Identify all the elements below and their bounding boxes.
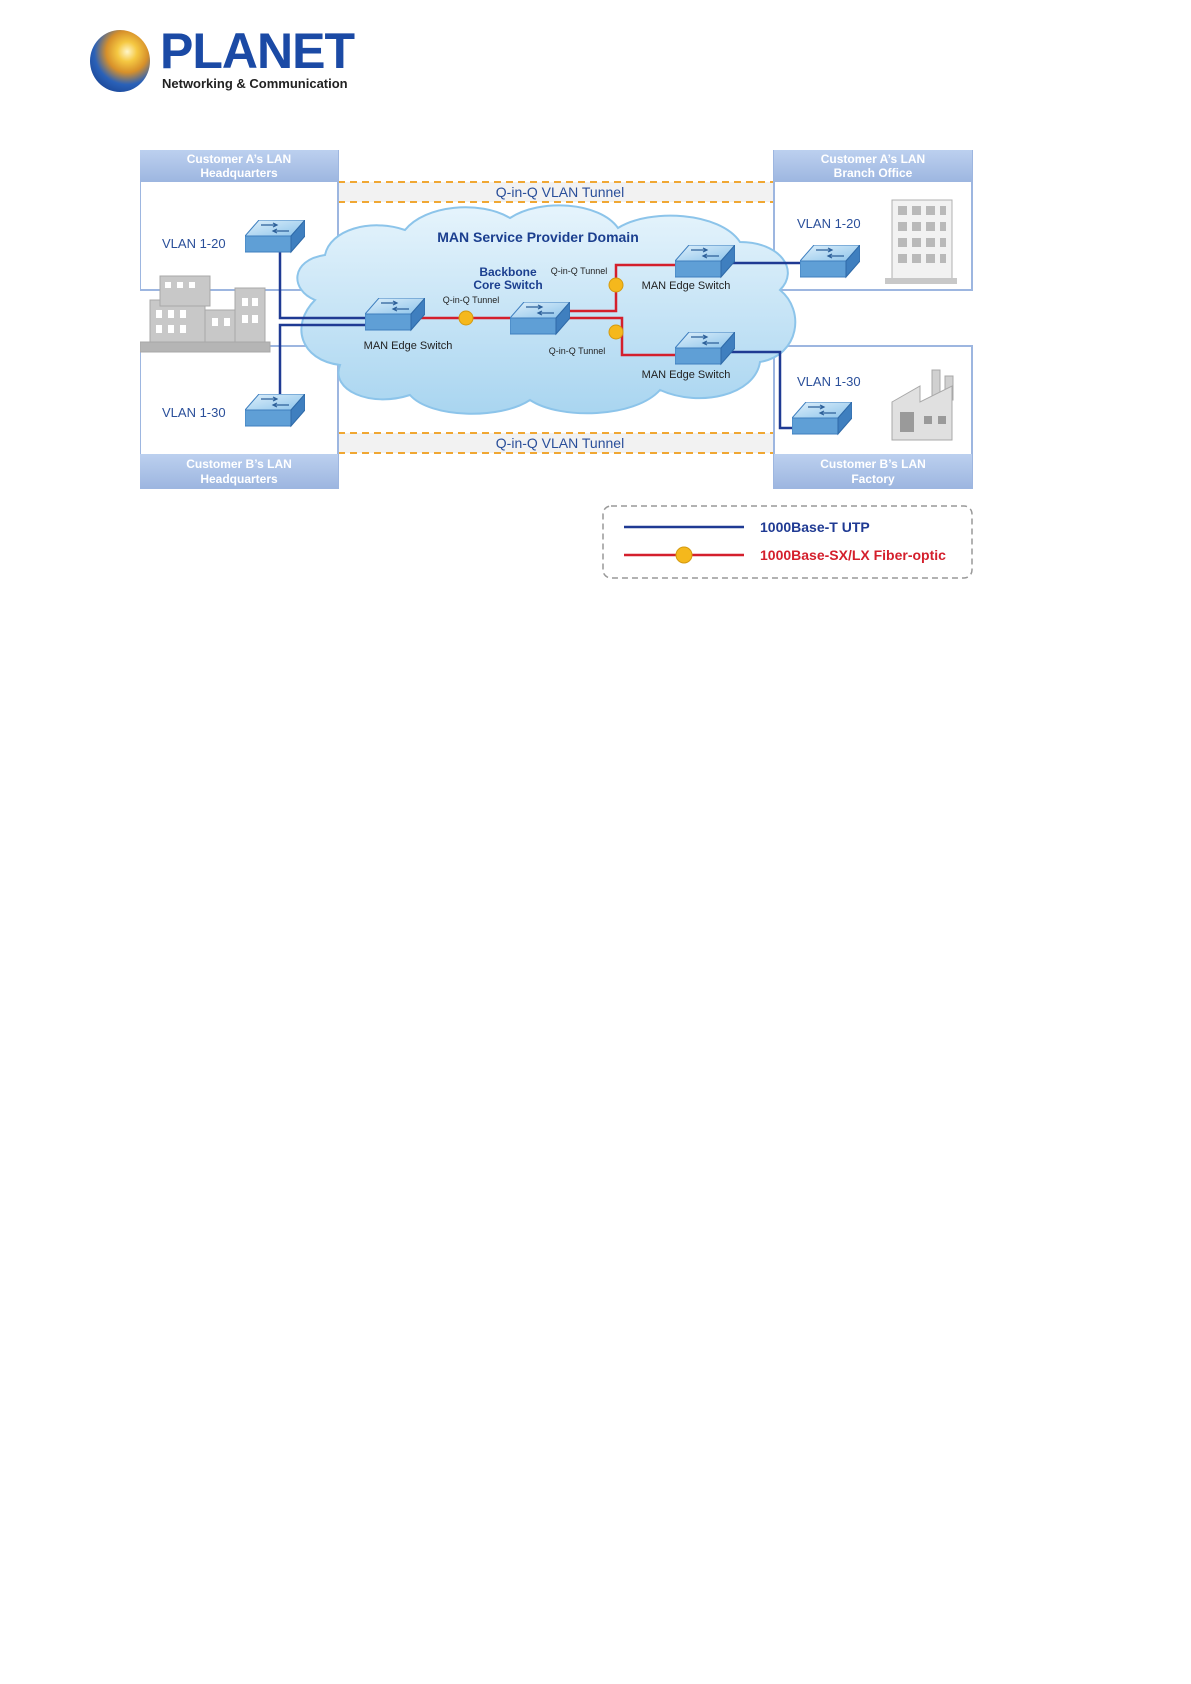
domain-label: MAN Service Provider Domain bbox=[437, 229, 639, 245]
tunnel-top-label: Q-in-Q VLAN Tunnel bbox=[496, 184, 624, 200]
tunnel-small-top: Q-in-Q Tunnel bbox=[551, 266, 608, 276]
vlan-label: VLAN 1-30 bbox=[162, 405, 226, 420]
svg-text:Headquarters: Headquarters bbox=[200, 472, 278, 486]
tunnel-bottom-label: Q-in-Q VLAN Tunnel bbox=[496, 435, 624, 451]
tunnel-small-left: Q-in-Q Tunnel bbox=[443, 295, 500, 305]
vlan-label: VLAN 1-20 bbox=[797, 216, 861, 231]
utp-links bbox=[278, 250, 800, 430]
vlan-label: VLAN 1-30 bbox=[797, 374, 861, 389]
edge-left-label: MAN Edge Switch bbox=[364, 340, 453, 352]
svg-text:Headquarters: Headquarters bbox=[200, 166, 278, 180]
edge-bottom-label: MAN Edge Switch bbox=[642, 369, 731, 381]
svg-text:Customer B’s LAN: Customer B’s LAN bbox=[820, 457, 926, 471]
legend-fiber-label: 1000Base-SX/LX Fiber-optic bbox=[760, 547, 946, 563]
legend: 1000Base-T UTP 1000Base-SX/LX Fiber-opti… bbox=[602, 505, 973, 579]
hq-building-icon bbox=[140, 275, 271, 353]
svg-text:Branch Office: Branch Office bbox=[834, 166, 913, 180]
planet-logo: PLANET Networking & Communication bbox=[90, 26, 355, 100]
tunnel-band-top: Q-in-Q VLAN Tunnel bbox=[338, 181, 774, 203]
logo-tagline: Networking & Communication bbox=[162, 76, 348, 91]
legend-utp-label: 1000Base-T UTP bbox=[760, 519, 870, 535]
core-label-2: Core Switch bbox=[473, 278, 542, 292]
tunnel-small-bottom: Q-in-Q Tunnel bbox=[549, 346, 606, 356]
factory-icon bbox=[891, 369, 954, 441]
fiber-connectors bbox=[458, 277, 624, 340]
svg-text:Customer A’s LAN: Customer A’s LAN bbox=[821, 152, 925, 166]
globe-icon bbox=[90, 30, 150, 92]
vlan-label: VLAN 1-20 bbox=[162, 236, 226, 251]
panel-customer-b-hq: Customer B’s LAN Headquarters VLAN 1-30 bbox=[140, 345, 339, 489]
logo-name: PLANET bbox=[160, 23, 355, 79]
branch-office-building-icon bbox=[885, 199, 957, 284]
legend-fiber-connector bbox=[675, 546, 693, 564]
tunnel-band-bottom: Q-in-Q VLAN Tunnel bbox=[338, 432, 774, 454]
svg-text:Customer A’s LAN: Customer A’s LAN bbox=[187, 152, 291, 166]
svg-text:Customer B’s LAN: Customer B’s LAN bbox=[186, 457, 292, 471]
svg-text:Factory: Factory bbox=[851, 472, 895, 486]
edge-top-label: MAN Edge Switch bbox=[642, 280, 731, 292]
qinq-network-diagram: Q-in-Q VLAN Tunnel Q-in-Q VLAN Tunnel Cu… bbox=[140, 150, 973, 579]
core-label-1: Backbone bbox=[479, 265, 537, 279]
